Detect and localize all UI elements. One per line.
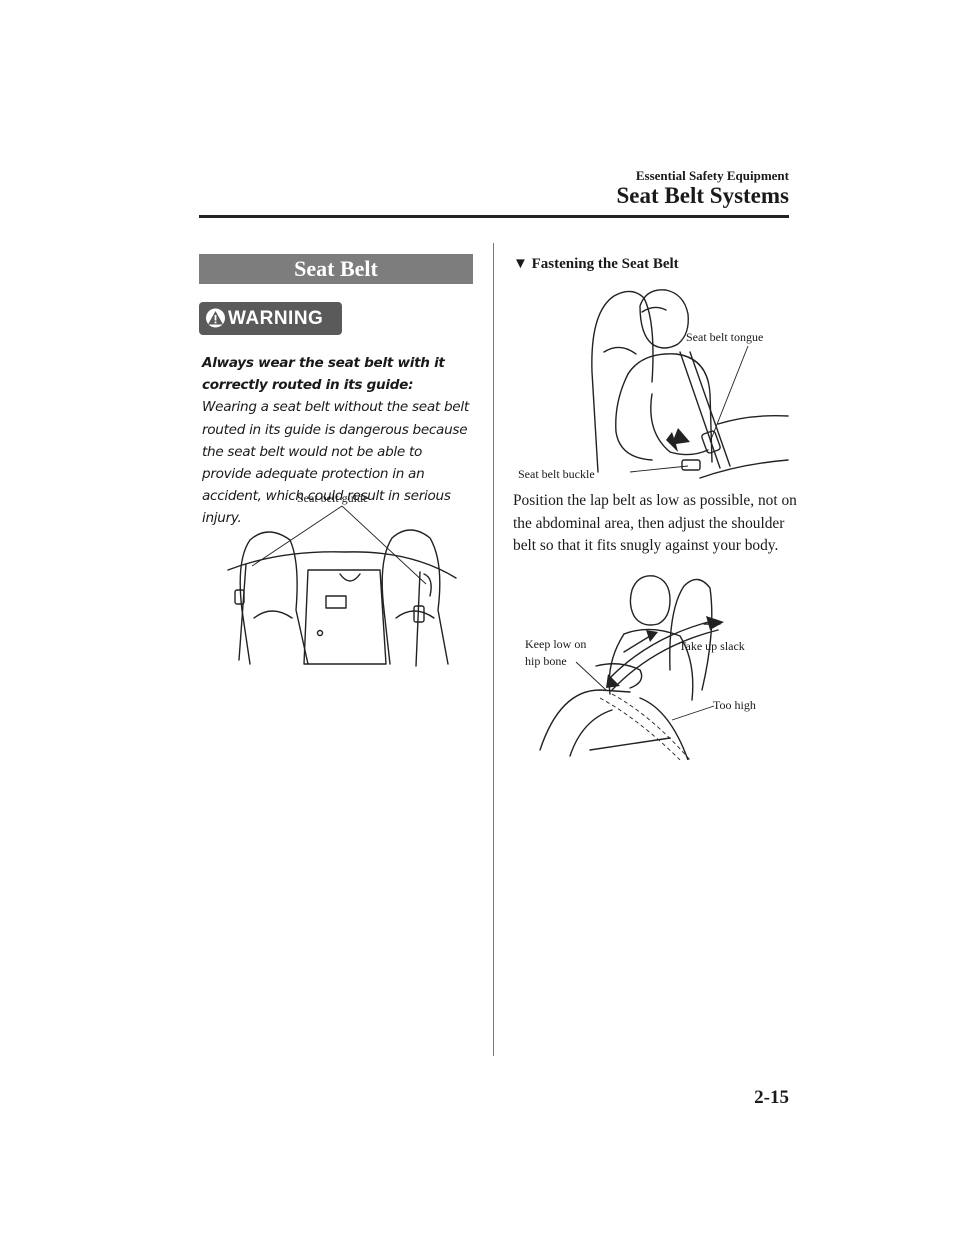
warning-label: WARNING xyxy=(228,308,324,329)
fastening-paragraph: Position the lap belt as low as possible… xyxy=(513,492,797,554)
page-number: 2-15 xyxy=(754,1087,789,1108)
callout-take-up-slack: Take up slack xyxy=(679,639,745,653)
warning-icon xyxy=(206,308,225,328)
fastening-seat-belt-illustration xyxy=(591,289,789,479)
callout-keep-low: Keep low on hip bone xyxy=(525,636,586,670)
warning-text: Always wear the seat belt with it correc… xyxy=(202,352,474,530)
callout-keep-low-line2: hip bone xyxy=(525,654,567,668)
callout-seat-belt-buckle: Seat belt buckle xyxy=(518,467,595,481)
warning-lead: Always wear the seat belt with it correc… xyxy=(202,355,445,394)
subheading-marker: ▼ xyxy=(513,256,528,272)
section-title-bar: Seat Belt xyxy=(199,254,473,284)
callout-keep-low-line1: Keep low on xyxy=(525,637,587,651)
callout-seat-belt-tongue: Seat belt tongue xyxy=(686,330,764,344)
header-section-name: Essential Safety Equipment xyxy=(635,168,789,183)
warning-badge: WARNING xyxy=(199,302,342,335)
warning-body: Wearing a seat belt without the seat bel… xyxy=(202,399,469,527)
subheading: ▼ Fastening the Seat Belt xyxy=(513,256,679,273)
callout-seat-belt-guide: Seat belt guide xyxy=(297,491,369,505)
subheading-text: Fastening the Seat Belt xyxy=(531,256,679,272)
page-title: Seat Belt Systems xyxy=(616,183,789,208)
lap-belt-position-illustration xyxy=(539,575,724,760)
column-divider xyxy=(493,243,494,1056)
seat-belt-guide-illustration xyxy=(227,505,457,667)
header-rule xyxy=(199,215,789,218)
callout-too-high: Too high xyxy=(713,698,756,712)
